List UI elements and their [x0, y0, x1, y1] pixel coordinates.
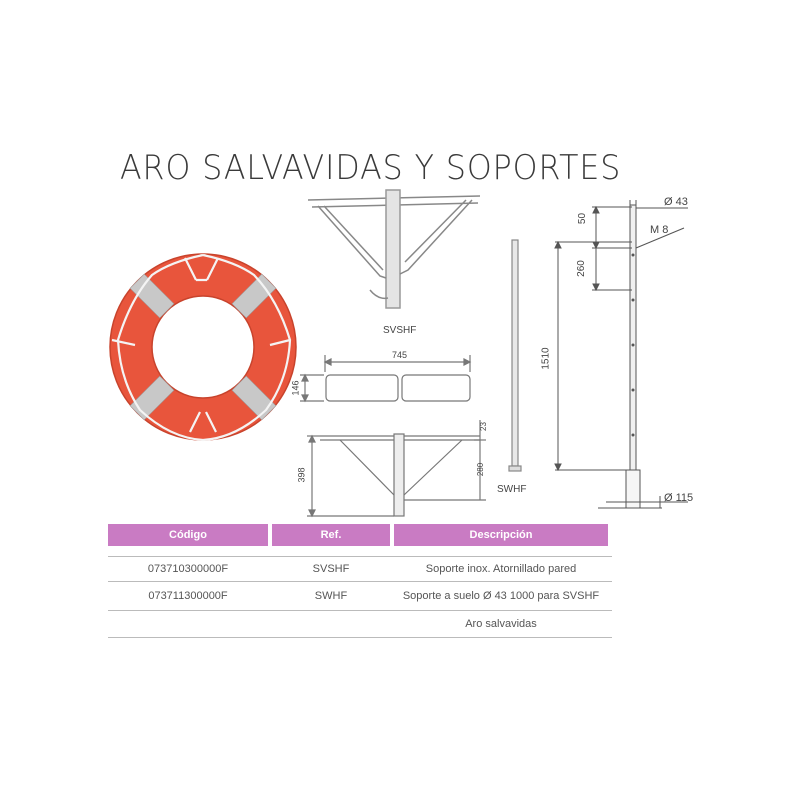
- table-row: 073711300000F SWHF Soporte a suelo Ø 43 …: [108, 582, 612, 611]
- dim-d43: Ø 43: [664, 196, 688, 208]
- cell-codigo: 073710300000F: [147, 562, 229, 575]
- post-drawing: [554, 200, 688, 509]
- page-title: ARO SALVAVIDAS Y SOPORTES: [120, 148, 622, 188]
- cell-descripcion: Soporte inox. Atornillado pared: [425, 562, 577, 575]
- cell-descripcion: Soporte a suelo Ø 43 1000 para SVSHF: [402, 589, 600, 602]
- swhf-label: SWHF: [497, 484, 527, 495]
- lifebuoy-image: [109, 253, 297, 442]
- dim-398: 398: [296, 467, 307, 483]
- dim-50: 50: [577, 212, 589, 225]
- cell-ref: SVSHF: [312, 562, 350, 575]
- svshf-drawing: [307, 189, 481, 309]
- dim-1510: 1510: [540, 347, 552, 370]
- header-codigo: Código: [108, 524, 268, 546]
- cell-codigo: [108, 611, 268, 637]
- table-header: Código Ref. Descripción: [108, 524, 612, 546]
- dim-m8: M 8: [650, 224, 669, 236]
- product-table: Código Ref. Descripción 073710300000F SV…: [108, 524, 612, 638]
- cell-codigo: 073711300000F: [148, 589, 228, 602]
- header-descripcion: Descripción: [394, 524, 608, 546]
- svshf-label: SVSHF: [383, 325, 417, 336]
- table-row: Aro salvavidas: [108, 611, 612, 638]
- dim-280: 280: [476, 462, 486, 477]
- dim-745: 745: [392, 350, 408, 360]
- top-view-drawing: [300, 355, 472, 403]
- front-view-drawing: [307, 420, 486, 518]
- header-ref: Ref.: [272, 524, 390, 546]
- table-row: 073710300000F SVSHF Soporte inox. Atorni…: [108, 557, 612, 582]
- swhf-drawing: [508, 239, 522, 472]
- cell-descripcion: Aro salvavidas: [465, 617, 537, 630]
- dim-260: 260: [575, 260, 587, 277]
- dim-23: 23: [478, 422, 488, 431]
- dim-146: 146: [290, 380, 301, 396]
- cell-ref: SWHF: [314, 589, 348, 602]
- dim-d115: Ø 115: [664, 492, 694, 504]
- cell-ref: [272, 611, 390, 637]
- table-spacer: [108, 546, 612, 557]
